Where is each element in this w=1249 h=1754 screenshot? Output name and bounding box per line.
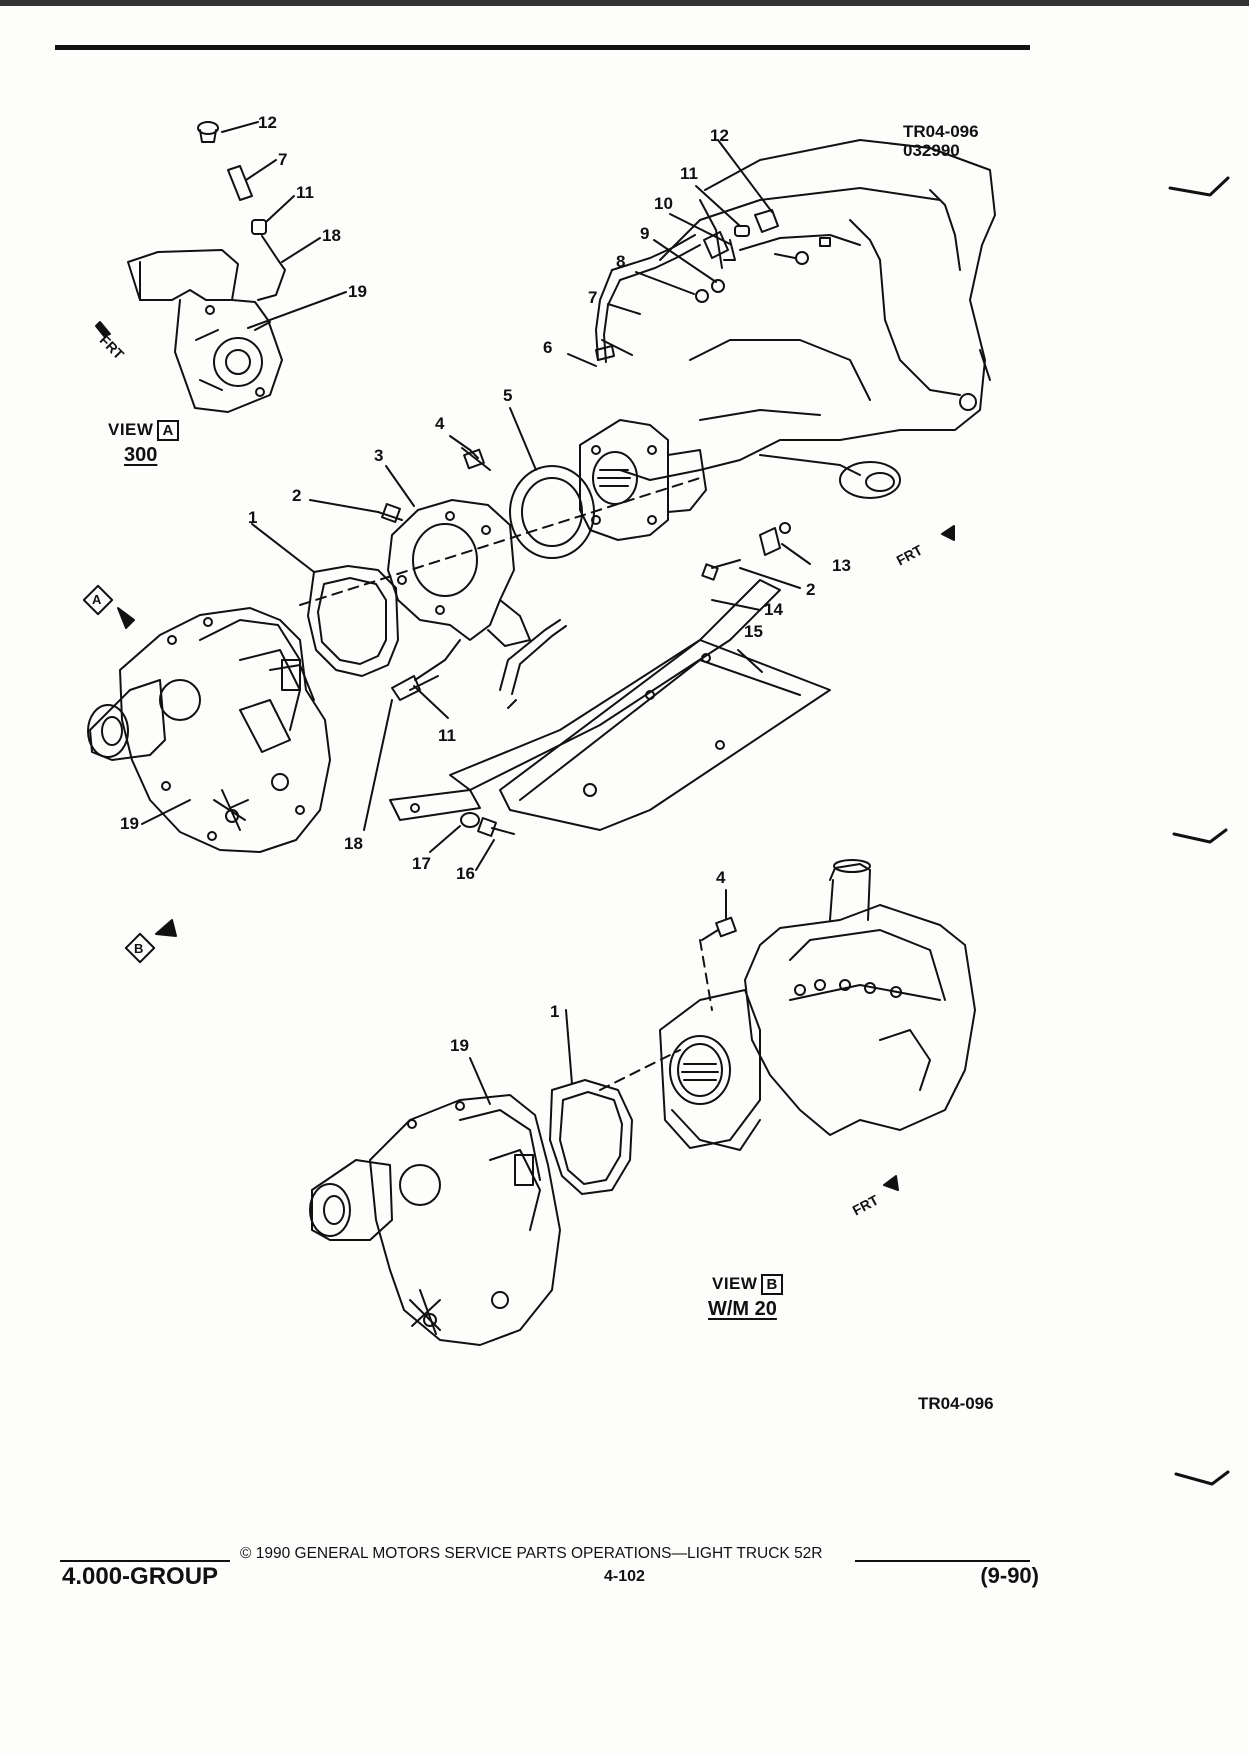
view-b-word: VIEW xyxy=(712,1274,758,1293)
drawing-ref-code: TR04-096 xyxy=(903,122,979,141)
scan-mark-1 xyxy=(1168,176,1230,197)
footer-rule-left xyxy=(60,1560,230,1562)
transfer-case-main xyxy=(87,607,331,853)
callout-19-b: 19 xyxy=(450,1036,469,1055)
footer-group: 4.000-GROUP xyxy=(62,1563,219,1590)
callout-8: 8 xyxy=(616,252,626,271)
callout-3: 3 xyxy=(374,446,384,465)
leader-7a xyxy=(245,159,277,181)
top-scan-edge xyxy=(0,0,1249,6)
scan-mark-2 xyxy=(1172,828,1228,844)
frt-arrow-a xyxy=(95,321,111,337)
view-a-inset xyxy=(95,121,347,413)
view-b-sub: W/M 20 xyxy=(708,1298,777,1320)
view-b-letter: B xyxy=(761,1274,783,1295)
callout-12-a: 12 xyxy=(258,113,277,132)
arrow-a-letter: A xyxy=(92,592,102,607)
view-a-letter: A xyxy=(157,420,179,441)
leader-12a xyxy=(221,121,259,133)
footer-date: (9-90) xyxy=(980,1563,1039,1588)
callout-12: 12 xyxy=(710,126,729,145)
callout-4: 4 xyxy=(435,414,445,433)
callout-11: 11 xyxy=(680,164,698,183)
callout-5: 5 xyxy=(503,386,513,405)
frt-arrow-b xyxy=(883,1175,899,1191)
transmission-view-b xyxy=(309,859,976,1346)
scan-mark-3 xyxy=(1174,1470,1230,1486)
view-b-arrow xyxy=(124,919,177,964)
callout-7-a: 7 xyxy=(278,150,288,169)
frt-arrow-main xyxy=(941,525,955,541)
figure-code: TR04-096 xyxy=(918,1394,994,1413)
transmission-assembly xyxy=(299,139,996,837)
vent-tube-a xyxy=(257,235,286,301)
view-a-arrow xyxy=(82,584,135,629)
transfer-case-view-a xyxy=(127,249,283,413)
footer-copyright: © 1990 GENERAL MOTORS SERVICE PARTS OPER… xyxy=(240,1545,823,1562)
callout-10: 10 xyxy=(654,194,673,213)
footer-rule-right xyxy=(855,1560,1030,1562)
callout-1: 1 xyxy=(248,508,258,527)
header-rule xyxy=(55,45,1030,50)
callout-14: 14 xyxy=(764,600,783,619)
leaders-main xyxy=(141,139,811,871)
view-a-word: VIEW xyxy=(108,420,154,439)
leader-18a xyxy=(281,237,321,263)
callout-4-b: 4 xyxy=(716,868,726,887)
callout-9: 9 xyxy=(640,224,650,243)
drawing-ref-date: 032990 xyxy=(903,141,960,160)
callout-18-a: 18 xyxy=(322,226,341,245)
callout-19: 19 xyxy=(120,814,139,833)
footer-page-number: 4-102 xyxy=(604,1568,645,1585)
callout-2: 2 xyxy=(292,486,302,505)
callout-18: 18 xyxy=(344,834,363,853)
callout-6: 6 xyxy=(543,338,553,357)
callout-17: 17 xyxy=(412,854,431,873)
leader-19a xyxy=(247,291,347,329)
callout-11-b: 11 xyxy=(438,726,456,745)
view-a-sub: 300 xyxy=(124,444,158,466)
leaders-view-b xyxy=(469,889,727,1105)
callout-19-a: 19 xyxy=(348,282,367,301)
connector-a xyxy=(251,219,267,235)
callout-15: 15 xyxy=(744,622,763,641)
callout-7: 7 xyxy=(588,288,598,307)
arrow-b-letter: B xyxy=(134,941,144,956)
callout-11-a: 11 xyxy=(296,183,314,202)
leader-11a xyxy=(265,195,295,223)
callout-1-b: 1 xyxy=(550,1002,560,1021)
vent-hose-a xyxy=(227,165,253,201)
vent-cap-a xyxy=(197,121,219,143)
callout-2-b: 2 xyxy=(806,580,816,599)
callout-16: 16 xyxy=(456,864,475,883)
callout-13: 13 xyxy=(832,556,851,575)
